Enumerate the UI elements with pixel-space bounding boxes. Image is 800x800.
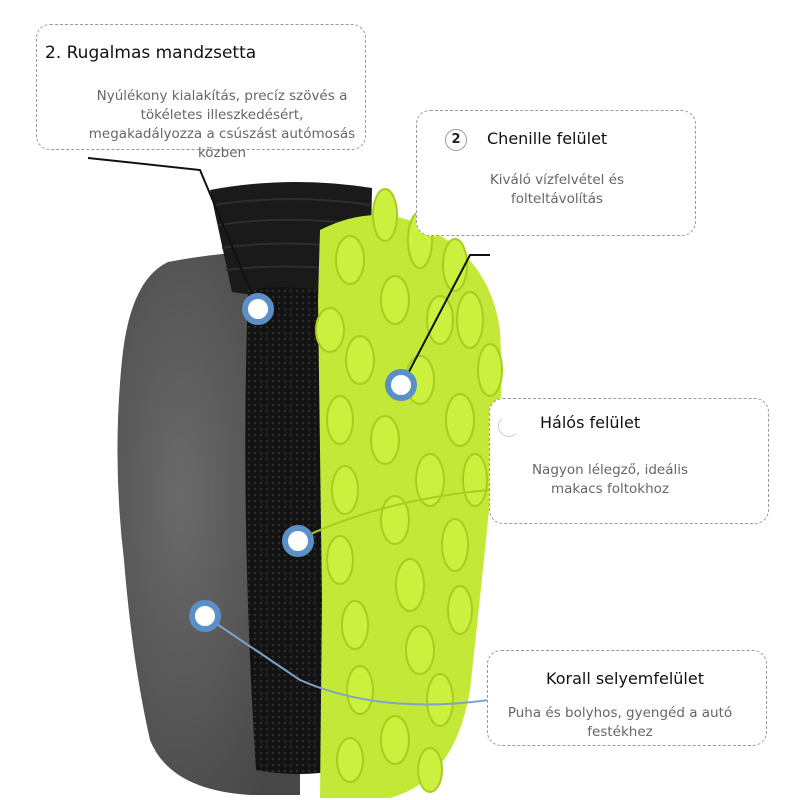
cuff-marker xyxy=(242,293,274,325)
callout-chenille: 2 Chenille felület Kiváló vízfelvétel és… xyxy=(416,110,696,236)
callout-mesh: Hálós felület Nagyon lélegző, ideális ma… xyxy=(489,398,769,524)
fleece-marker xyxy=(189,600,221,632)
callout-title: Chenille felület xyxy=(487,129,608,148)
fleece-leader-line xyxy=(204,615,490,706)
mesh-leader-line xyxy=(297,489,490,541)
mesh-marker xyxy=(282,525,314,557)
cuff-leader-line xyxy=(87,157,259,309)
callout-description: Nyúlékony kialakítás, precíz szövés a tö… xyxy=(88,88,356,161)
partial-circle-icon xyxy=(498,415,520,437)
circled-number-icon: 2 xyxy=(445,129,467,151)
callout-coral-fleece: Korall selyemfelület Puha és bolyhos, gy… xyxy=(487,650,767,746)
chenille-marker xyxy=(385,369,417,401)
chenille-leader-line xyxy=(401,254,490,386)
callout-title: 2. Rugalmas mandzsetta xyxy=(45,43,257,63)
chenille-surface xyxy=(315,188,503,798)
callout-description: Puha és bolyhos, gyengéd a autó festékhe… xyxy=(507,705,733,740)
callout-description: Nagyon lélegző, ideális makacs foltokhoz xyxy=(531,462,689,497)
callout-title: Hálós felület xyxy=(540,413,641,432)
callout-title: Korall selyemfelület xyxy=(546,669,704,688)
callout-elastic-cuff: 2. Rugalmas mandzsetta Nyúlékony kialakí… xyxy=(36,24,366,161)
callout-description: Kiváló vízfelvétel és folteltávolítás xyxy=(489,172,625,207)
